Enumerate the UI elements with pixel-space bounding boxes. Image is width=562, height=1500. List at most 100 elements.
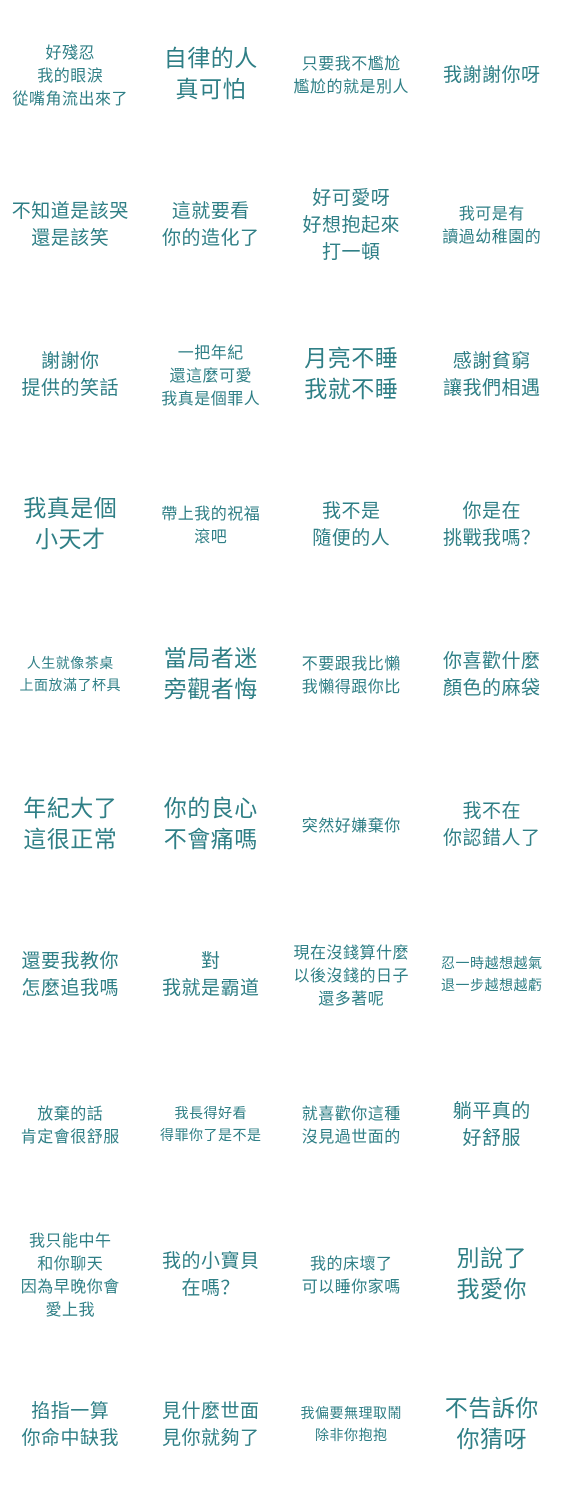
sticker-25[interactable]: 還要我教你怎麼追我嗎 xyxy=(0,900,141,1050)
sticker-text-line: 除非你抱抱 xyxy=(315,1428,388,1444)
sticker-text-line: 可以睡你家嗎 xyxy=(301,1277,401,1296)
sticker-text-line: 月亮不睡 xyxy=(304,346,399,372)
sticker-text-line: 我的眼淚 xyxy=(37,65,104,85)
sticker-text-line: 你喜歡什麼 xyxy=(442,650,541,672)
sticker-8[interactable]: 我可是有讀過幼稚園的 xyxy=(422,150,562,300)
sticker-14[interactable]: 帶上我的祝福滾吧 xyxy=(141,450,282,600)
sticker-28[interactable]: 忍一時越想越氣退一步越想越虧 xyxy=(422,900,562,1050)
sticker-text-line: 我偏要無理取鬧 xyxy=(300,1406,402,1422)
sticker-text-line: 還是該笑 xyxy=(31,227,110,249)
sticker-32[interactable]: 躺平真的好舒服 xyxy=(422,1050,562,1200)
sticker-30[interactable]: 我長得好看得罪你了是不是 xyxy=(141,1050,282,1200)
sticker-text-line: 讓我們相遇 xyxy=(442,377,541,399)
sticker-2[interactable]: 自律的人真可怕 xyxy=(141,0,282,150)
sticker-text-line: 我的床壞了 xyxy=(309,1254,393,1273)
sticker-27[interactable]: 現在沒錢算什麼以後沒錢的日子還多著呢 xyxy=(281,900,422,1050)
sticker-text-line: 帶上我的祝福 xyxy=(161,504,261,523)
sticker-text-line: 年紀大了 xyxy=(23,796,118,822)
sticker-text-line: 我就不睡 xyxy=(304,377,399,403)
sticker-4[interactable]: 我謝謝你呀 xyxy=(422,0,562,150)
sticker-text-line: 和你聊天 xyxy=(37,1254,104,1273)
sticker-text-line: 上面放滿了杯具 xyxy=(19,678,121,694)
sticker-text-line: 我可是有 xyxy=(458,204,525,223)
sticker-text-line: 你的良心 xyxy=(163,796,258,822)
sticker-12[interactable]: 感謝貧窮讓我們相遇 xyxy=(422,300,562,450)
sticker-6[interactable]: 這就要看你的造化了 xyxy=(141,150,282,300)
sticker-38[interactable]: 見什麼世面見你就夠了 xyxy=(141,1350,282,1500)
sticker-text-line: 這很正常 xyxy=(23,827,118,853)
sticker-text-line: 我謝謝你呀 xyxy=(442,63,541,86)
sticker-text-line: 我長得好看 xyxy=(174,1106,247,1122)
sticker-34[interactable]: 我的小寶貝在嗎？ xyxy=(141,1200,282,1350)
sticker-37[interactable]: 掐指一算你命中缺我 xyxy=(0,1350,141,1500)
sticker-21[interactable]: 年紀大了這很正常 xyxy=(0,750,141,900)
sticker-11[interactable]: 月亮不睡我就不睡 xyxy=(281,300,422,450)
sticker-text-line: 還這麼可愛 xyxy=(169,365,252,385)
sticker-text-line: 就喜歡你這種 xyxy=(301,1104,401,1123)
sticker-18[interactable]: 當局者迷旁觀者悔 xyxy=(141,600,282,750)
sticker-text-line: 顏色的麻袋 xyxy=(442,677,541,699)
sticker-text-line: 滾吧 xyxy=(194,527,228,546)
sticker-26[interactable]: 對我就是霸道 xyxy=(141,900,282,1050)
sticker-3[interactable]: 只要我不尷尬尷尬的就是別人 xyxy=(281,0,422,150)
sticker-15[interactable]: 我不是隨便的人 xyxy=(281,450,422,600)
sticker-text-line: 真可怕 xyxy=(175,77,246,103)
sticker-text-line: 好殘忍 xyxy=(45,42,95,62)
sticker-text-line: 得罪你了是不是 xyxy=(160,1128,262,1144)
sticker-text-line: 你的造化了 xyxy=(161,227,260,249)
sticker-text-line: 現在沒錢算什麼 xyxy=(293,942,409,962)
sticker-text-line: 你認錯人了 xyxy=(442,827,541,849)
sticker-text-line: 我懶得跟你比 xyxy=(301,677,401,696)
sticker-1[interactable]: 好殘忍我的眼淚從嘴角流出來了 xyxy=(0,0,141,150)
sticker-text-line: 你命中缺我 xyxy=(21,1427,119,1449)
sticker-text-line: 忍一時越想越氣 xyxy=(441,956,543,972)
sticker-9[interactable]: 謝謝你提供的笑話 xyxy=(0,300,141,450)
sticker-text-line: 別說了 xyxy=(456,1246,527,1272)
sticker-text-line: 放棄的話 xyxy=(37,1104,104,1123)
sticker-text-line: 尷尬的就是別人 xyxy=(293,77,409,96)
sticker-text-line: 感謝貧窮 xyxy=(452,350,531,372)
sticker-17[interactable]: 人生就像茶桌上面放滿了杯具 xyxy=(0,600,141,750)
sticker-text-line: 不會痛嗎 xyxy=(163,827,258,853)
sticker-31[interactable]: 就喜歡你這種沒見過世面的 xyxy=(281,1050,422,1200)
sticker-16[interactable]: 你是在挑戰我嗎？ xyxy=(422,450,562,600)
sticker-text-line: 不要跟我比懶 xyxy=(301,654,401,673)
sticker-text-line: 自律的人 xyxy=(163,46,258,72)
sticker-text-line: 我不是 xyxy=(321,500,381,522)
sticker-text-line: 你是在 xyxy=(462,500,521,522)
sticker-text-line: 旁觀者悔 xyxy=(163,677,258,703)
sticker-20[interactable]: 你喜歡什麼顏色的麻袋 xyxy=(422,600,562,750)
sticker-text-line: 我真是個 xyxy=(23,496,118,522)
sticker-36[interactable]: 別說了我愛你 xyxy=(422,1200,562,1350)
sticker-text-line: 人生就像茶桌 xyxy=(26,656,114,672)
sticker-text-line: 我的小寶貝 xyxy=(161,1250,260,1272)
sticker-24[interactable]: 我不在你認錯人了 xyxy=(422,750,562,900)
sticker-35[interactable]: 我的床壞了可以睡你家嗎 xyxy=(281,1200,422,1350)
sticker-text-line: 還要我教你 xyxy=(21,950,119,972)
sticker-text-line: 我真是個罪人 xyxy=(161,388,261,408)
sticker-text-line: 掐指一算 xyxy=(31,1400,110,1422)
sticker-text-line: 一把年紀 xyxy=(177,342,244,362)
sticker-33[interactable]: 我只能中午和你聊天因為早晚你會愛上我 xyxy=(0,1200,141,1350)
sticker-13[interactable]: 我真是個小天才 xyxy=(0,450,141,600)
sticker-text-line: 見你就夠了 xyxy=(161,1427,260,1449)
sticker-7[interactable]: 好可愛呀好想抱起來打一頓 xyxy=(281,150,422,300)
sticker-text-line: 當局者迷 xyxy=(163,646,258,672)
sticker-10[interactable]: 一把年紀還這麼可愛我真是個罪人 xyxy=(141,300,282,450)
sticker-text-line: 還多著呢 xyxy=(318,988,385,1008)
sticker-text-line: 因為早晚你會 xyxy=(20,1277,120,1296)
sticker-19[interactable]: 不要跟我比懶我懶得跟你比 xyxy=(281,600,422,750)
sticker-text-line: 在嗎？ xyxy=(181,1277,240,1299)
sticker-29[interactable]: 放棄的話肯定會很舒服 xyxy=(0,1050,141,1200)
sticker-5[interactable]: 不知道是該哭還是該笑 xyxy=(0,150,141,300)
sticker-23[interactable]: 突然好嫌棄你 xyxy=(281,750,422,900)
sticker-text-line: 小天才 xyxy=(35,527,106,553)
sticker-22[interactable]: 你的良心不會痛嗎 xyxy=(141,750,282,900)
sticker-39[interactable]: 我偏要無理取鬧除非你抱抱 xyxy=(281,1350,422,1500)
sticker-text-line: 對 xyxy=(200,950,221,972)
sticker-text-line: 以後沒錢的日子 xyxy=(293,965,409,985)
sticker-text-line: 我只能中午 xyxy=(28,1231,112,1250)
sticker-40[interactable]: 不告訴你你猜呀 xyxy=(422,1350,562,1500)
sticker-text-line: 從嘴角流出來了 xyxy=(12,88,128,108)
